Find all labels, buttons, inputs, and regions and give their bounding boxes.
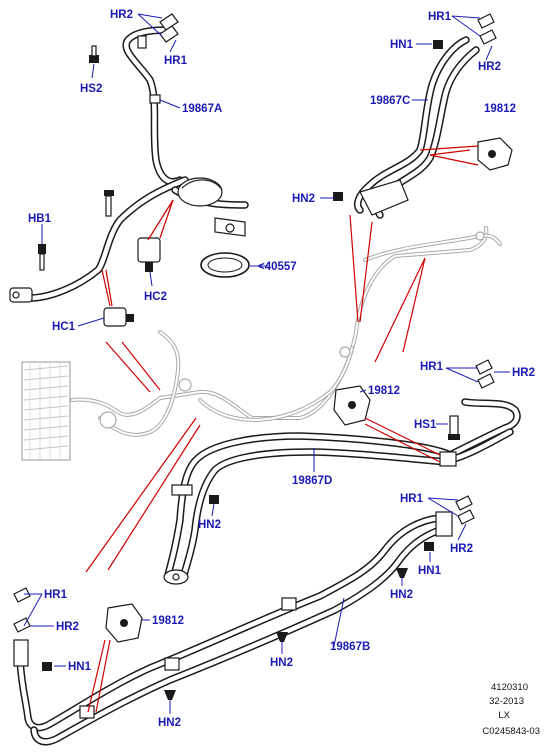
clip-icon [475, 359, 495, 389]
callout-hr1-bottom-left: HR1 [44, 589, 68, 601]
pipe-19867a [18, 26, 249, 302]
callout-hr1-top-right: HR1 [428, 11, 452, 23]
grommet-icon [276, 632, 288, 642]
callout-hr2-middle: HR2 [512, 367, 535, 379]
callout-hc1: HC1 [52, 321, 76, 333]
reference-block: 4120310 32-2013 LX C0245843-03 [482, 682, 540, 737]
callout-hb1: HB1 [28, 213, 52, 225]
bolt-icon [89, 45, 99, 63]
sensor-icon [137, 237, 161, 272]
clip-icon [13, 587, 31, 633]
callout-hr1-lower-right: HR1 [400, 493, 424, 505]
callout-hr2-lower-right: HR2 [450, 543, 473, 555]
callout-19867c: 19867C [370, 95, 410, 107]
callout-hn2-bottom-center: HN2 [270, 657, 293, 669]
nut-icon [42, 662, 52, 671]
nut-icon [433, 40, 443, 49]
clip-icon [159, 13, 179, 43]
callout-19812-bottom: 19812 [152, 615, 184, 627]
callout-hn1-lower-right: HN1 [418, 565, 442, 577]
ghost-condenser-icon [21, 361, 71, 461]
reference-date: 32-2013 [489, 696, 524, 707]
clip-icon [477, 13, 497, 45]
bolt-icon [38, 244, 46, 271]
callout-19812-middle: 19812 [368, 385, 400, 397]
callout-hr2-bottom-left: HR2 [56, 621, 79, 633]
reference-number: 4120310 [491, 682, 528, 693]
fitting-end-left [9, 287, 33, 303]
red-leader-lines [85, 145, 479, 713]
callout-hn2-middle: HN2 [198, 519, 221, 531]
sensor-icon [477, 137, 513, 171]
callout-19867d: 19867D [292, 475, 332, 487]
callout-hn2-lower-right: HN2 [390, 589, 413, 601]
callout-19867a: 19867A [182, 103, 222, 115]
callout-hc2: HC2 [144, 291, 167, 303]
sensor-icon [105, 603, 143, 643]
callout-hr2-top-right: HR2 [478, 61, 501, 73]
callout-leaders [23, 13, 510, 714]
reference-illustration-code: C0245843-03 [482, 726, 540, 737]
sensor-icon [333, 385, 371, 426]
gasket-icon [200, 252, 250, 278]
callout-hn2-top: HN2 [292, 193, 315, 205]
grommet-icon [164, 690, 176, 700]
bolt-icon [448, 415, 460, 440]
callout-hn2-bottom-left: HN2 [158, 717, 181, 729]
nut-icon [424, 542, 434, 551]
callout-19812-top: 19812 [484, 103, 516, 115]
callout-19867b: 19867B [330, 641, 370, 653]
callout-labels: HR2 HR1 HS2 19867A HR1 HN1 HR2 19867C 19… [28, 9, 535, 729]
callout-hn1-top-right: HN1 [390, 39, 414, 51]
callout-hs2: HS2 [80, 83, 102, 95]
valve-block [214, 217, 246, 237]
ghost-pipes [70, 226, 502, 437]
callout-hr2-top-left: HR2 [110, 9, 133, 21]
grommet-icon [396, 568, 408, 578]
pipe-19867c [354, 36, 480, 219]
callout-hr1-top-left: HR1 [164, 55, 188, 67]
callout-hn1-bottom-left: HN1 [68, 661, 92, 673]
pipe-19867b [13, 511, 453, 746]
pipe-19867d [163, 398, 521, 585]
clip-icon [455, 495, 475, 525]
sensor-icon [103, 307, 134, 327]
nut-icon [209, 495, 219, 504]
callout-40557: <40557 [258, 261, 297, 273]
nut-icon [333, 192, 343, 201]
reference-model: LX [498, 710, 510, 721]
callout-hs1: HS1 [414, 419, 437, 431]
callout-hr1-middle: HR1 [420, 361, 444, 373]
bolt-icon [104, 190, 114, 217]
